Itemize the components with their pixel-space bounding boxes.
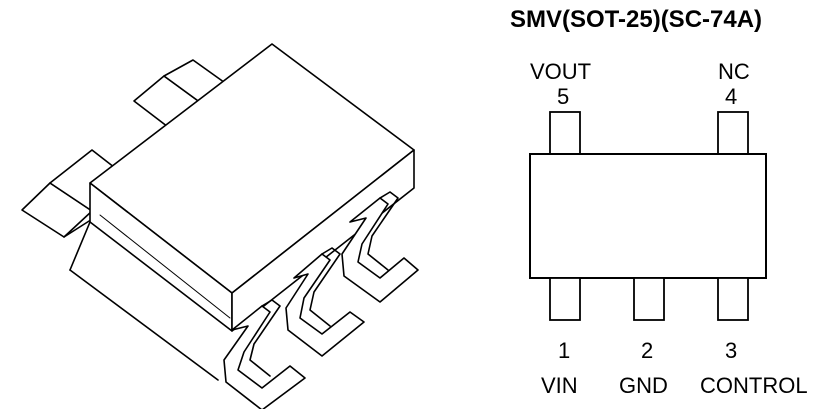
- diagram-title: SMV(SOT-25)(SC-74A): [510, 6, 762, 33]
- package-body: [69, 43, 415, 381]
- pin-5-number: 5: [557, 84, 569, 109]
- pin-1-name: VIN: [541, 373, 578, 398]
- pin-3-number: 3: [725, 338, 737, 363]
- pin-3-name: CONTROL: [700, 373, 808, 398]
- package-front-pin-3: [341, 191, 419, 303]
- pin-4-number: 4: [725, 84, 737, 109]
- pin-2-number: 2: [641, 338, 653, 363]
- pin-1-number: 1: [558, 338, 570, 363]
- package-3d-illustration: [21, 43, 419, 409]
- package-front-pin-1: [223, 299, 306, 409]
- pin-1-lead: [549, 277, 581, 321]
- pin-5-lead: [549, 111, 581, 155]
- package-body-outline: [529, 153, 767, 279]
- package-front-pin-2: [285, 247, 365, 357]
- pin-3-lead: [717, 277, 749, 321]
- pin-2-lead: [633, 277, 665, 321]
- pin-4-lead: [717, 111, 749, 155]
- pin-5-name: VOUT: [530, 59, 591, 84]
- pin-4-name: NC: [718, 59, 750, 84]
- pin-2-name: GND: [619, 373, 668, 398]
